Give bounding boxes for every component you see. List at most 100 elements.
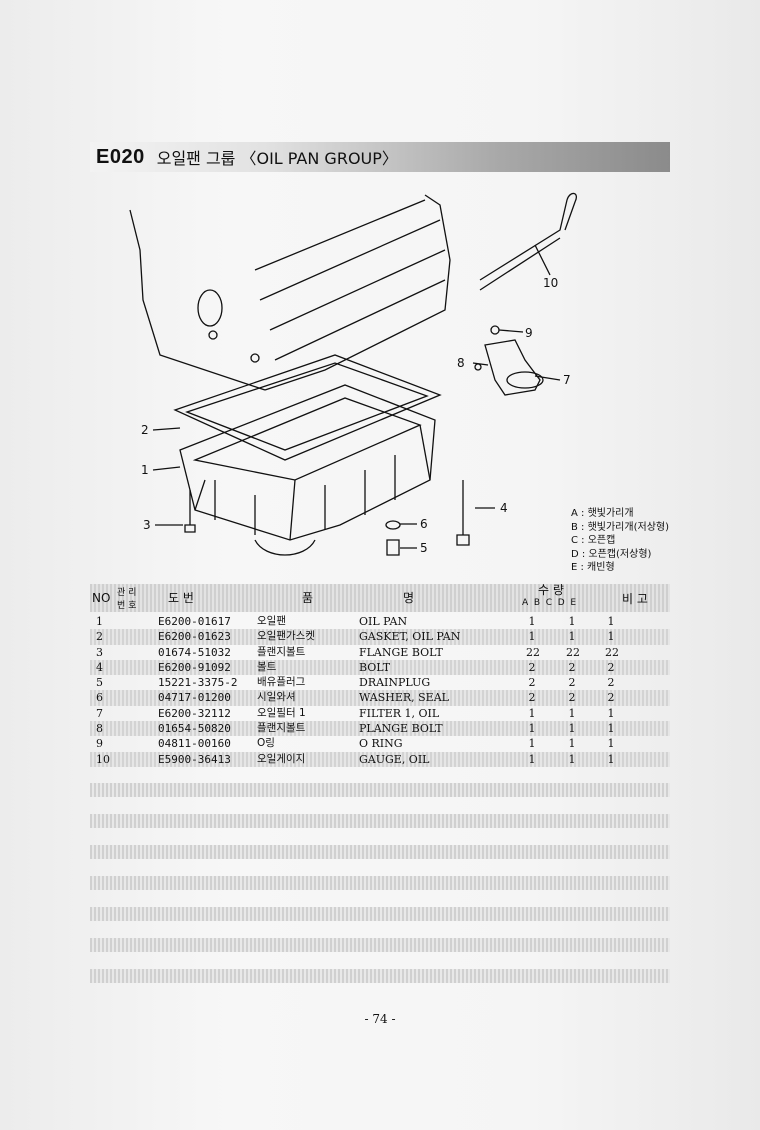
oil-pan-drawing: 1 2 3 4 5 6 7 8 9 10 [129,192,577,556]
row-qty-a: 1 [528,722,536,736]
callout-6: 6 [420,517,428,531]
row-name-en: BOLT [359,660,391,674]
row-qty-e: 1 [607,737,615,751]
row-qty-a: 2 [528,676,536,690]
row-qty-c: 1 [568,706,576,720]
row-no: 2 [96,630,103,644]
table-row: 10 E5900-36413 오일게이지 GAUGE, OIL 1 1 1 [90,751,670,767]
callout-5: 5 [420,541,428,555]
row-no: 4 [96,660,103,674]
row-no: 10 [96,752,110,766]
exploded-parts-diagram: 1 2 3 4 5 6 7 8 9 10 [95,180,675,590]
legend-item-d: D : 오픈캡(저상형) [571,548,652,560]
parts-table-header: NO 관 리 번 호 도 번 품 명 수 량 A B C D E 비 고 [90,583,670,612]
row-qty-e: 22 [605,645,619,659]
row-part-number: 01674-51032 [158,645,231,659]
callout-8: 8 [457,356,465,370]
row-name-ko: 오일필터 1 [257,706,306,719]
table-row: 5 15221-3375-2 배유플러그 DRAINPLUG 2 2 2 [90,675,670,690]
row-qty-e: 1 [607,722,615,736]
row-qty-c: 1 [568,752,576,766]
empty-row-band [90,938,670,952]
row-name-ko: 오일게이지 [257,752,306,765]
section-code: E020 [96,145,145,168]
row-name-ko: 오일팬 [257,615,286,627]
row-qty-e: 2 [607,691,615,705]
section-title: 오일팬 그룹 〈OIL PAN GROUP〉 [156,149,398,168]
row-qty-a: 1 [528,706,536,720]
row-qty-a: 1 [528,752,536,766]
row-qty-c: 1 [568,722,576,736]
row-qty-e: 1 [607,630,615,644]
empty-row-band [90,783,670,797]
row-no: 3 [96,645,103,659]
empty-row-band [90,969,670,983]
table-row: 7 E6200-32112 오일필터 1 FILTER 1, OIL 1 1 1 [90,706,670,721]
row-qty-a: 1 [528,737,536,751]
row-part-number: E6200-01617 [158,615,231,628]
row-no: 5 [96,676,103,690]
callout-7: 7 [563,373,571,387]
row-part-number: E6200-91092 [158,660,231,674]
empty-row-band [90,907,670,921]
row-name-en: OIL PAN [359,615,408,628]
row-name-en: FILTER 1, OIL [359,706,440,720]
row-name-ko: 오일팬가스켓 [257,630,315,643]
row-name-en: GASKET, OIL PAN [359,630,461,644]
row-qty-c: 1 [568,737,576,751]
parts-table-body: 1 E6200-01617 오일팬 OIL PAN 1 1 1 2 E6200-… [90,614,670,767]
row-name-ko: 플랜지볼트 [257,645,306,658]
callout-1: 1 [141,463,149,477]
row-qty-a: 2 [528,660,536,674]
row-no: 6 [96,691,103,705]
row-name-en: O RING [359,737,403,751]
row-name-en: FLANGE BOLT [359,645,443,659]
row-part-number: 01654-50820 [158,722,231,736]
callout-9: 9 [525,326,533,340]
row-no: 9 [96,737,103,751]
legend-item-e: E : 캐빈형 [571,562,615,573]
table-row: 2 E6200-01623 오일팬가스켓 GASKET, OIL PAN 1 1… [90,629,670,645]
callout-4: 4 [500,501,508,515]
row-qty-e: 2 [607,676,615,690]
empty-row-band [90,845,670,859]
row-name-en: GAUGE, OIL [359,752,430,766]
row-part-number: 15221-3375-2 [158,676,238,690]
row-name-en: PLANGE BOLT [359,722,443,736]
row-part-number: 04717-01200 [158,691,231,705]
table-row: 1 E6200-01617 오일팬 OIL PAN 1 1 1 [90,614,670,629]
row-qty-e: 1 [607,752,615,766]
row-part-number: E6200-01623 [158,630,231,644]
callout-10: 10 [543,276,558,290]
page-number: - 74 - [364,1012,396,1026]
row-part-number: 04811-00160 [158,737,231,751]
row-qty-c: 2 [568,676,576,690]
empty-row-band [90,814,670,828]
row-name-ko: 시일와셔 [257,691,296,704]
row-qty-a: 1 [528,630,536,644]
row-qty-c: 22 [566,645,580,659]
table-row: 3 01674-51032 플랜지볼트 FLANGE BOLT 22 22 22 [90,645,670,660]
legend-item-a: A : 햇빛가리개 [571,508,634,519]
row-qty-a: 22 [526,645,540,659]
row-no: 1 [96,615,103,628]
header-qty-cols: A B C D E [522,598,577,608]
empty-row-band [90,876,670,890]
header-qty: 수 량 [538,583,564,597]
table-row: 6 04717-01200 시일와셔 WASHER, SEAL 2 2 2 [90,690,670,706]
callout-2: 2 [141,423,149,437]
row-name-en: DRAINPLUG [359,676,431,690]
row-qty-e: 2 [607,660,615,674]
row-part-number: E5900-36413 [158,752,231,766]
row-qty-e: 1 [607,706,615,720]
row-qty-c: 2 [568,660,576,674]
row-qty-c: 2 [568,691,576,705]
header-mgmt-top: 관 리 [117,588,137,598]
header-mgmt-bottom: 번 호 [117,601,137,611]
row-name-en: WASHER, SEAL [359,691,449,705]
row-qty-c: 1 [568,615,576,628]
section-title-bar: E020 오일팬 그룹 〈OIL PAN GROUP〉 [90,142,670,172]
header-name-left: 품 [302,591,314,605]
row-part-number: E6200-32112 [158,706,231,720]
row-qty-a: 2 [528,691,536,705]
